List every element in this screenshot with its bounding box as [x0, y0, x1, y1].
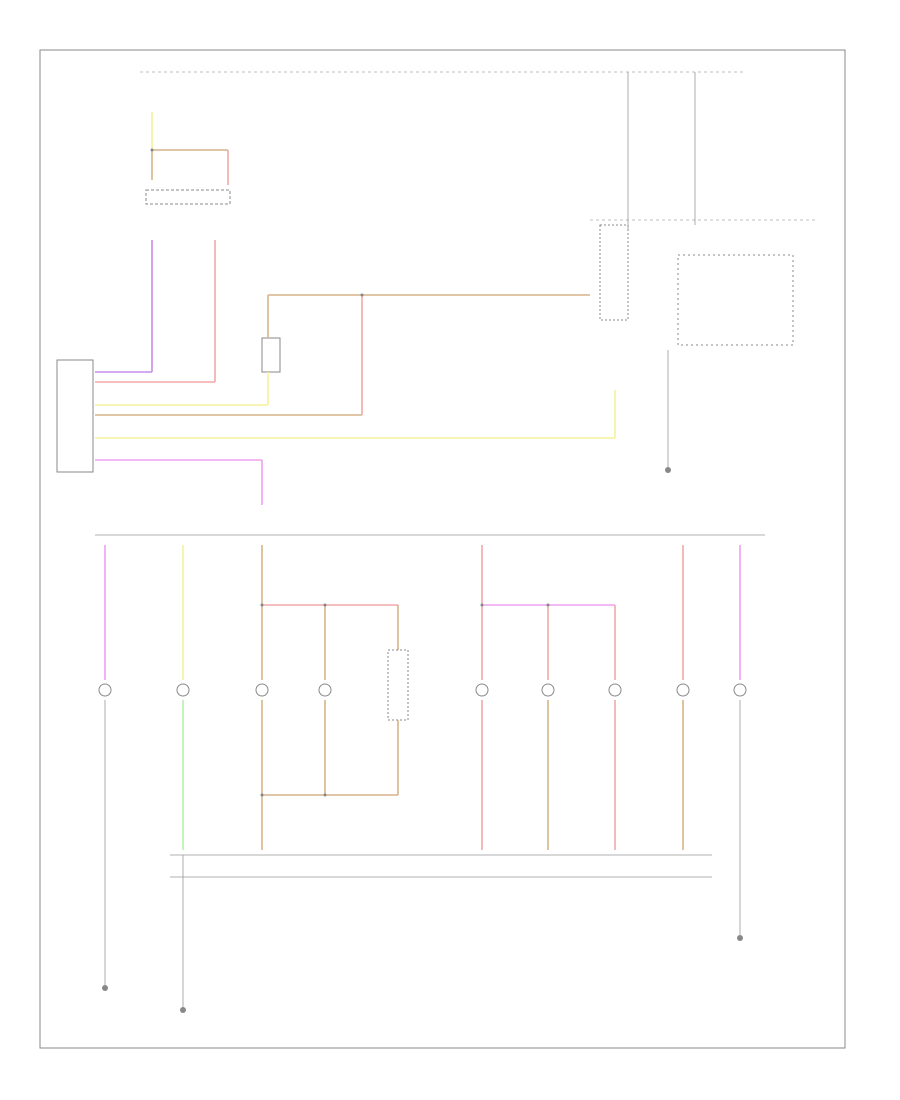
diagram-frame: [39, 49, 846, 1049]
bulb-icon: [733, 683, 747, 697]
body-control-module: [56, 359, 94, 473]
bulb-icon: [318, 683, 332, 697]
bulb-icon: [541, 683, 555, 697]
bulb-icon: [608, 683, 622, 697]
ground-icon: [665, 467, 671, 473]
junction-node: [260, 793, 264, 797]
junction-node: [260, 603, 264, 607]
fuse-relay-box-contacts: [677, 254, 794, 346]
junction-node: [546, 603, 550, 607]
junction-node: [323, 793, 327, 797]
door-switch-box: [145, 189, 231, 205]
ground-icon: [180, 1007, 186, 1013]
junction-node: [480, 603, 484, 607]
relay-switch: [599, 224, 629, 321]
light-control-switch: [261, 337, 281, 373]
ground-icon: [102, 985, 108, 991]
bulb-icon: [475, 683, 489, 697]
bulb-icon: [98, 683, 112, 697]
ground-icon: [737, 935, 743, 941]
map-lamp-switch: [387, 649, 409, 721]
junction-node: [360, 293, 364, 297]
junction-node: [323, 603, 327, 607]
junction-node: [150, 148, 154, 152]
bulb-icon: [676, 683, 690, 697]
bulb-icon: [255, 683, 269, 697]
bulb-icon: [176, 683, 190, 697]
